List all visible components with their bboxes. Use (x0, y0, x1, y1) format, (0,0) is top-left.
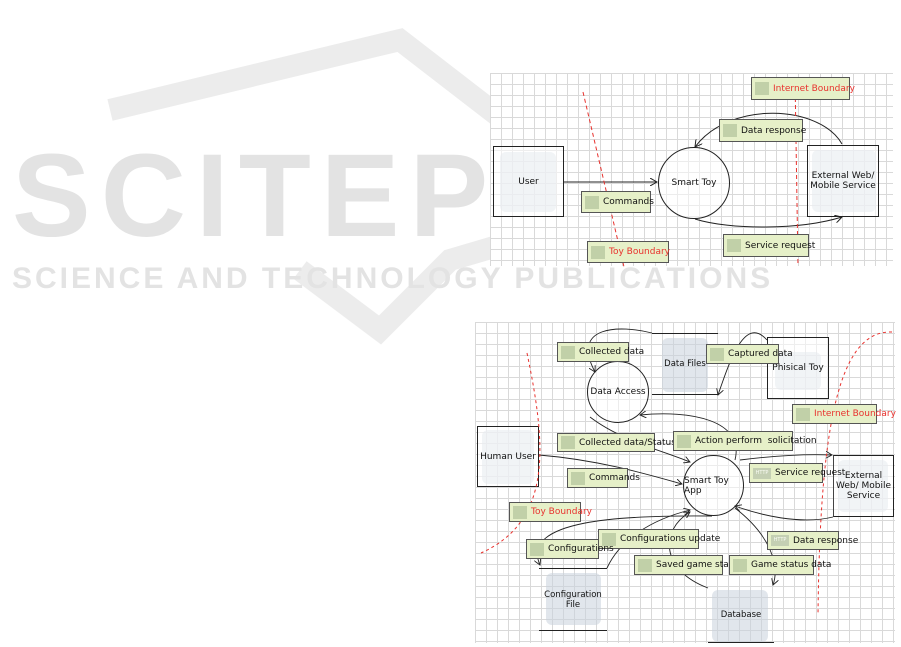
label-text: Data response (741, 125, 807, 136)
diagram2-smart-toy-app-process[interactable]: Smart Toy App (683, 455, 744, 516)
entity-label: External Web/ Mobile Service (810, 171, 876, 191)
flow-icon (561, 345, 575, 359)
diagram2-commands-label[interactable]: Commands (567, 468, 640, 488)
flow-icon (677, 434, 691, 448)
diagram2-toy-boundary-label[interactable]: Toy Boundary (509, 502, 592, 522)
boundary-icon (513, 505, 527, 519)
diagram2-data-files-store[interactable]: Data Files (652, 333, 718, 395)
label-text: Configurations update (620, 534, 721, 544)
label-text: Saved game status (656, 560, 743, 570)
diagram1-user-entity[interactable]: User (493, 146, 564, 217)
entity-label: User (518, 176, 539, 187)
process-label: Data Access (590, 387, 646, 397)
label-text: Toy Boundary (531, 507, 593, 517)
flow-icon (727, 239, 741, 252)
store-label: Data Files (664, 359, 706, 369)
process-label: Smart Toy (671, 178, 717, 188)
entity-label: Human User (480, 451, 536, 462)
http-icon: HTTP (753, 467, 771, 479)
flow-icon (571, 471, 585, 485)
diagram2-human-user-entity[interactable]: Human User (477, 426, 539, 487)
diagram2-service-request-label[interactable]: HTTP Service request (749, 463, 845, 483)
label-text: Internet Boundary (773, 83, 855, 94)
config-file-icon (546, 573, 601, 625)
diagram2-game-status-data-label[interactable]: Game status data (729, 555, 831, 575)
data-files-icon (662, 338, 708, 392)
flow-icon (638, 558, 652, 572)
watermark-subtitle: SCIENCE AND TECHNOLOGY PUBLICATIONS (12, 262, 774, 295)
diagram1-commands-label[interactable]: Commands (581, 191, 654, 213)
flow-icon (530, 542, 544, 556)
diagram2-data-access-process[interactable]: Data Access (587, 361, 649, 423)
database-icon (712, 590, 768, 642)
label-text: Action perform solicitation (695, 436, 817, 446)
diagram1-data-response-label[interactable]: Data response (719, 119, 807, 142)
flow-icon (710, 347, 724, 361)
diagram2-configurations-label[interactable]: Configurations (526, 539, 614, 559)
boundary-icon (755, 82, 769, 95)
http-icon: HTTP (771, 535, 789, 546)
diagram2-captured-data-label[interactable]: Captured data (706, 344, 793, 364)
flow-icon (561, 436, 575, 449)
diagram1-toy-boundary-label[interactable]: Toy Boundary (587, 241, 671, 263)
label-text: Captured data (728, 349, 793, 359)
boundary-icon (591, 245, 605, 259)
diagram1-internet-boundary-label[interactable]: Internet Boundary (751, 77, 855, 100)
diagram2-data-response-label[interactable]: HTTP Data response (767, 531, 858, 550)
diagram2-internet-boundary-label[interactable]: Internet Boundary (792, 404, 896, 424)
process-label: Smart Toy App (684, 475, 729, 496)
diagram2-configuration-file-store[interactable]: Configuration File (539, 568, 607, 631)
diagram2-database-store[interactable]: Database (708, 587, 774, 643)
flow-icon (602, 532, 616, 546)
diagram2-action-perform-label[interactable]: Action perform solicitation (673, 431, 817, 451)
store-label: Configuration File (544, 589, 602, 610)
diagram1-external-entity[interactable]: External Web/ Mobile Service (807, 145, 879, 217)
label-text: Service request (745, 240, 816, 251)
diagram2-saved-game-status-label[interactable]: Saved game status (634, 555, 743, 575)
label-text: Commands (603, 197, 654, 207)
diagram1-smart-toy-process[interactable]: Smart Toy (658, 147, 730, 219)
label-text: Data response (793, 535, 859, 546)
label-text: Collected data/Status (579, 437, 676, 448)
flow-icon (585, 195, 599, 209)
store-label: Database (720, 609, 762, 620)
label-text: Collected data (579, 347, 645, 357)
flow-icon (723, 124, 737, 137)
label-text: Toy Boundary (609, 247, 671, 257)
label-text: Game status data (751, 560, 832, 570)
diagram2-collected-data-status-label[interactable]: Collected data/Status (557, 433, 676, 452)
label-text: Internet Boundary (814, 409, 896, 419)
label-text: Service request (775, 468, 846, 478)
entity-label: Phisical Toy (772, 363, 824, 373)
diagram2-configurations-update-label[interactable]: Configurations update (598, 529, 720, 549)
flow-icon (733, 558, 747, 572)
boundary-icon (796, 407, 810, 421)
diagram2-collected-data-label[interactable]: Collected data (557, 342, 644, 362)
label-text: Configurations (548, 544, 614, 554)
label-text: Commands (589, 473, 640, 483)
diagram2-external-entity[interactable]: External Web/ Mobile Service (833, 455, 894, 517)
diagram1-service-request-label[interactable]: Service request (723, 234, 815, 257)
